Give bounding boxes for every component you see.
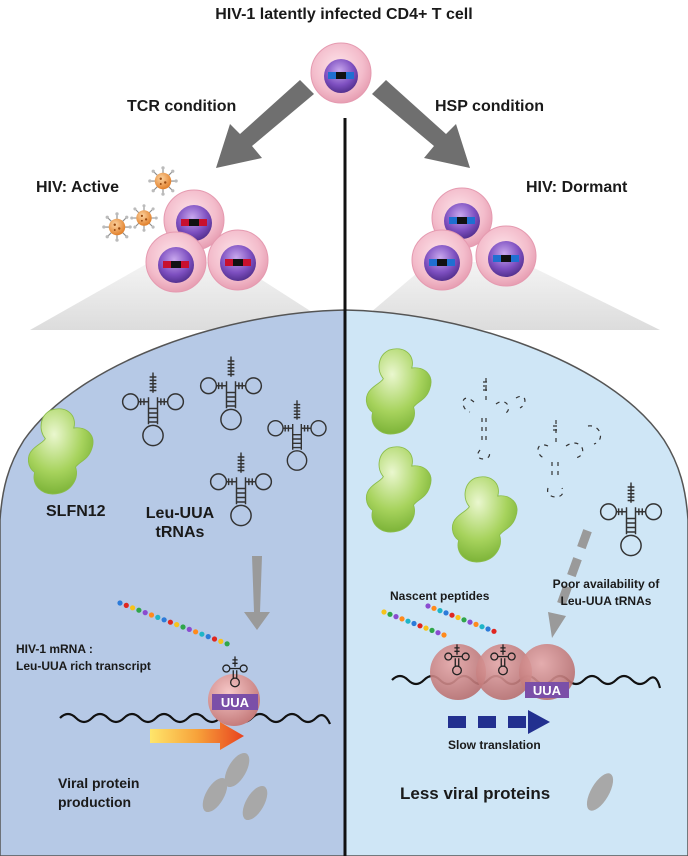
poor-availability-label-line1: Poor availability of: [552, 577, 660, 591]
hiv-active-label: HIV: Active: [36, 179, 119, 196]
amino-acid-bead: [155, 614, 161, 621]
amino-acid-bead: [431, 605, 437, 611]
amino-acid-bead: [473, 621, 479, 628]
active-cell-cluster: [145, 189, 269, 293]
amino-acid-bead: [224, 641, 230, 647]
amino-acid-bead: [205, 634, 211, 640]
codon-left: UUA: [221, 695, 250, 710]
left-panel: [0, 309, 346, 856]
amino-acid-bead: [123, 602, 129, 609]
amino-acid-bead: [435, 630, 441, 636]
amino-acid-bead: [405, 618, 411, 624]
amino-acid-bead: [461, 617, 467, 623]
nascent-peptides-label: Nascent peptides: [390, 589, 490, 603]
viral-protein-label-line1: Viral protein: [58, 775, 140, 791]
amino-acid-bead: [167, 619, 173, 625]
amino-acid-bead: [174, 622, 180, 628]
viral-protein-icon: [202, 752, 268, 821]
hsp-condition-label: HSP condition: [435, 98, 545, 115]
amino-acid-bead: [199, 631, 205, 637]
amino-acid-bead: [485, 626, 491, 632]
amino-acid-bead: [417, 623, 423, 629]
amino-acid-bead: [425, 603, 431, 609]
hiv-mrna-label-line2: Leu-UUA rich transcript: [16, 659, 151, 673]
hiv-dormant-label: HIV: Dormant: [526, 179, 628, 196]
page-title: HIV-1 latently infected CD4+ T cell: [215, 6, 473, 23]
amino-acid-bead: [437, 608, 443, 614]
amino-acid-bead: [211, 636, 218, 642]
amino-acid-bead: [186, 626, 192, 633]
amino-acid-bead: [180, 624, 186, 630]
hiv-mrna-label-line1: HIV-1 mRNA :: [16, 642, 93, 656]
amino-acid-bead: [423, 625, 429, 631]
amino-acid-bead: [411, 620, 417, 627]
virus-icon: [148, 166, 178, 196]
cleaved-trna-icon: [462, 378, 602, 498]
poor-trna-delivery-arrow: [548, 529, 592, 638]
arrow-icon-right: [372, 80, 470, 168]
amino-acid-bead: [193, 629, 199, 635]
amino-acid-bead: [449, 612, 455, 618]
virus-icon: [102, 212, 132, 242]
nascent-peptide-chain-right: [381, 603, 497, 638]
amino-acid-bead: [399, 616, 405, 622]
codon-right: UUA: [533, 683, 562, 698]
amino-acid-bead: [381, 609, 387, 615]
amino-acid-bead: [455, 614, 461, 621]
cell-dome: [0, 309, 688, 856]
top-cell-icon: [310, 42, 372, 104]
left-cone: [30, 262, 340, 330]
slow-translation-label: Slow translation: [448, 738, 541, 752]
amino-acid-bead: [429, 627, 435, 634]
less-viral-proteins-label: Less viral proteins: [400, 784, 551, 803]
trna-delivery-arrow: [244, 556, 270, 630]
right-panel: [344, 309, 688, 856]
amino-acid-bead: [136, 607, 142, 613]
trna-label-line1: Leu-UUA: [145, 505, 215, 522]
virus-icon: [130, 204, 158, 232]
amino-acid-bead: [161, 617, 167, 623]
slow-translation-arrow: [448, 710, 550, 734]
amino-acid-bead: [130, 605, 136, 611]
fast-translation-arrow: [150, 722, 244, 750]
arrow-icon-left: [216, 80, 314, 168]
tcr-condition-label: TCR condition: [127, 98, 237, 115]
amino-acid-bead: [441, 632, 447, 638]
dormant-cell-cluster: [411, 187, 537, 291]
amino-acid-bead: [443, 610, 449, 616]
amino-acid-bead: [142, 610, 148, 616]
amino-acid-bead: [117, 600, 123, 606]
codon-box-right: [525, 682, 569, 698]
hiv-mrna-strand: [59, 712, 332, 725]
amino-acid-bead: [148, 612, 155, 618]
amino-acid-bead: [218, 638, 224, 645]
slfn12-label: SLFN12: [46, 503, 106, 520]
amino-acid-bead: [491, 628, 497, 634]
trna-label-line2: tRNAs: [155, 524, 205, 541]
codon-box-left: [212, 694, 258, 710]
viral-protein-icon: [586, 773, 614, 811]
amino-acid-bead: [393, 614, 399, 620]
viral-protein-label-line2: production: [58, 794, 132, 810]
nascent-peptide-chain-left: [117, 600, 230, 647]
amino-acid-bead: [467, 619, 473, 625]
poor-availability-label-line2: Leu-UUA tRNAs: [560, 594, 652, 608]
amino-acid-bead: [479, 624, 485, 630]
amino-acid-bead: [387, 611, 393, 617]
